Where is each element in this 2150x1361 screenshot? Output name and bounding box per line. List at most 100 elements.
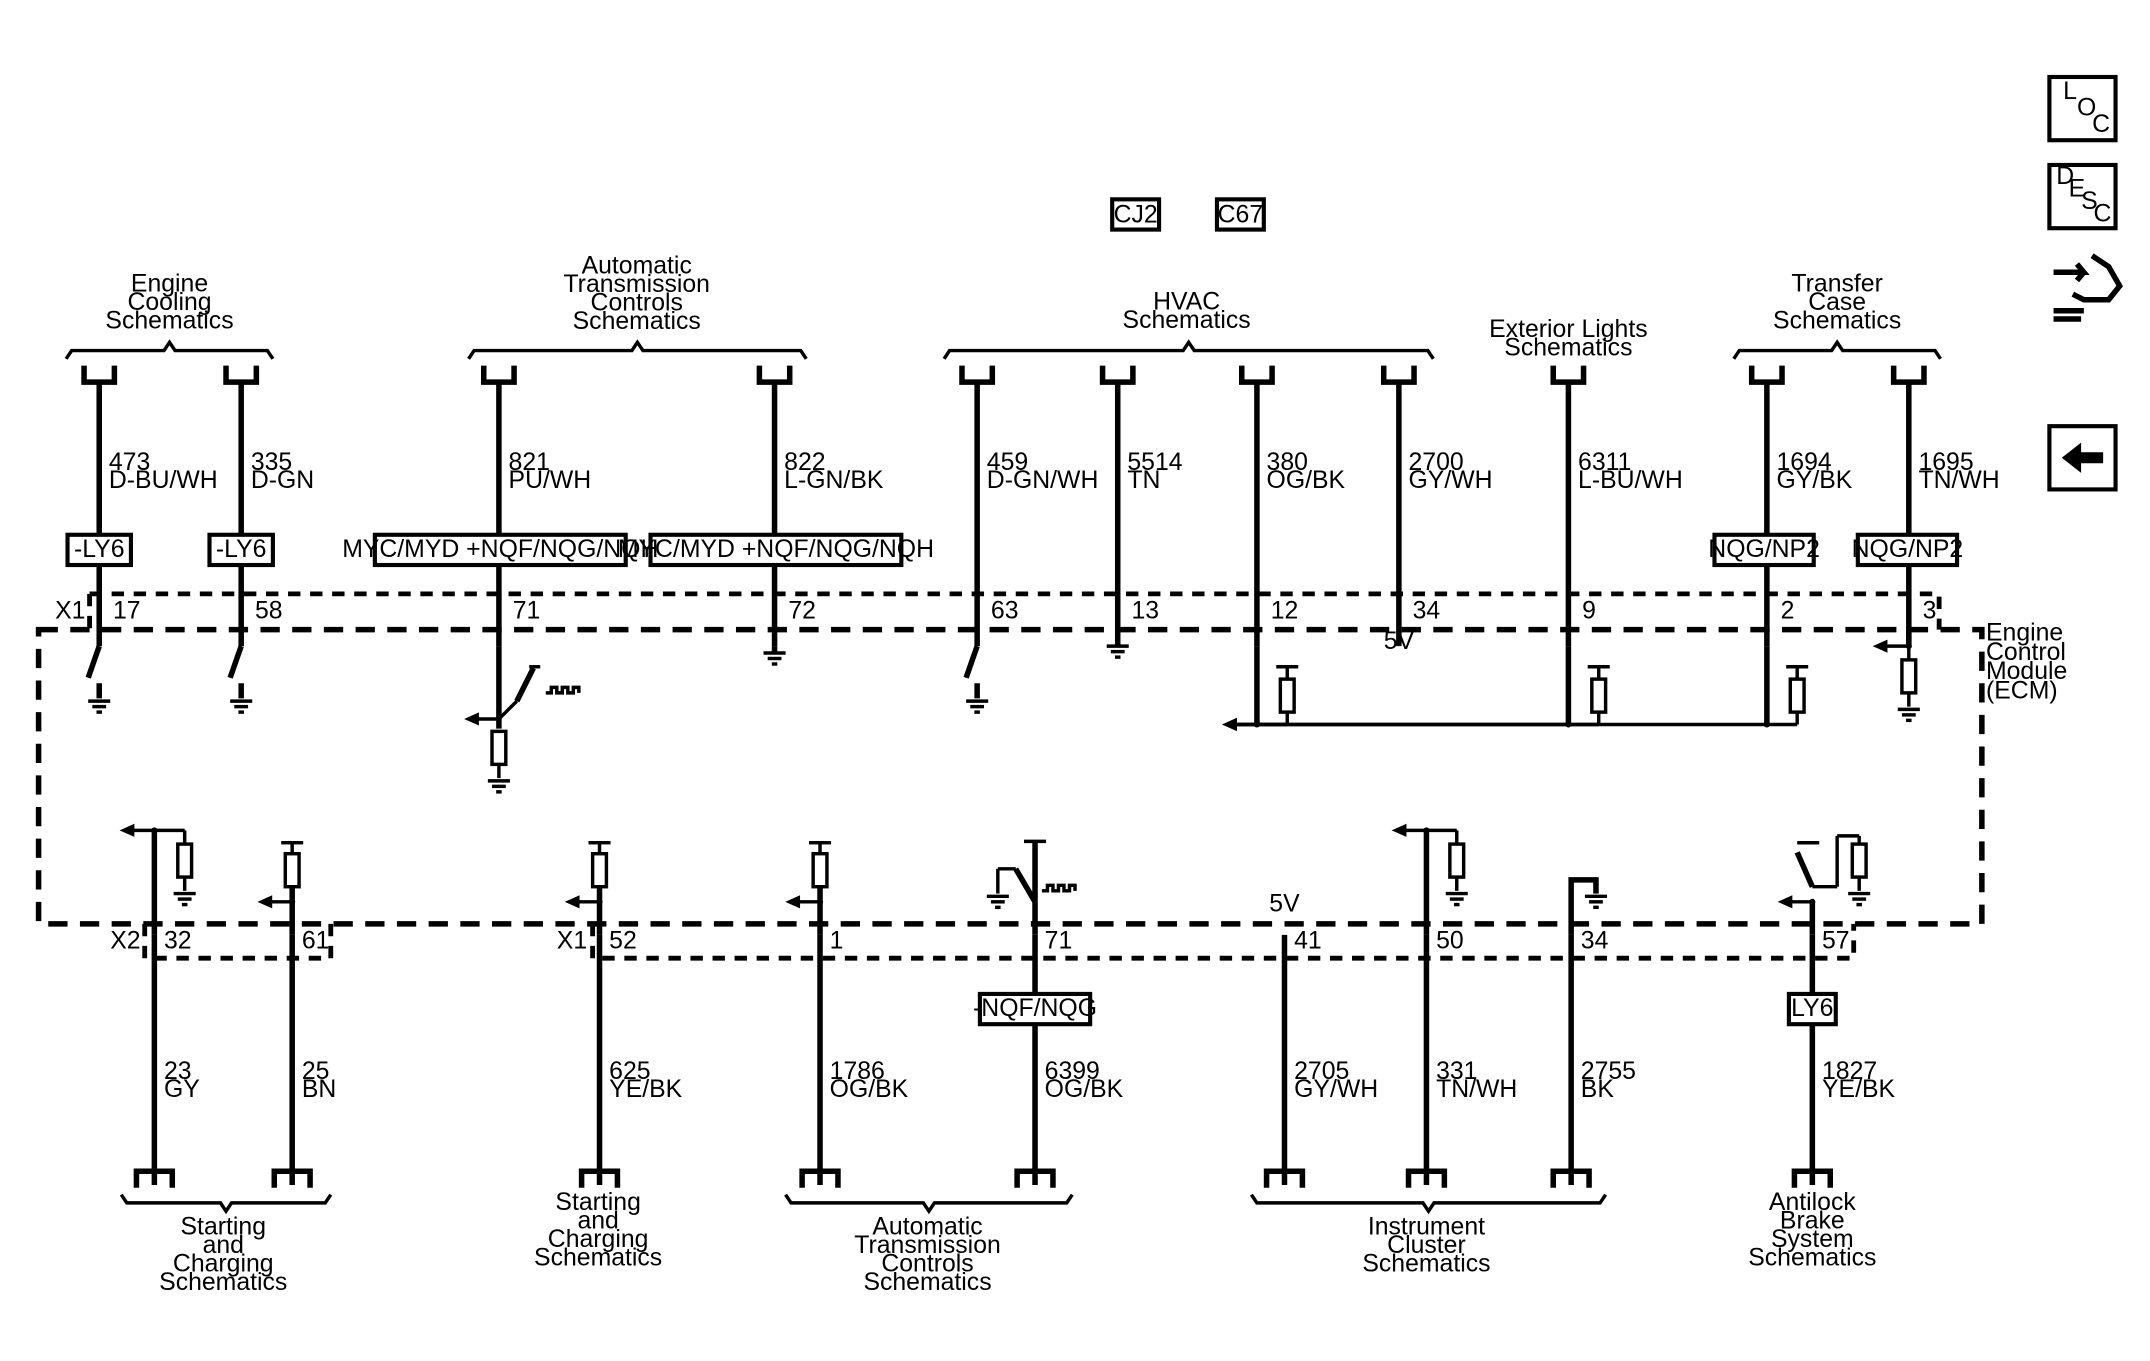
wire-color: TN/WH: [1436, 1076, 1517, 1103]
circuit-number: 1827: [1822, 1058, 1877, 1085]
connector-terminal: [1791, 1168, 1834, 1188]
junction-dot: [151, 827, 158, 834]
wire-color: L-GN/BK: [784, 467, 884, 494]
circuit-number: 625: [609, 1058, 650, 1085]
junction-dot: [289, 898, 296, 905]
desc-icon-letter: C: [2093, 200, 2111, 227]
header-option-label: CJ2: [1114, 202, 1158, 229]
connector-terminal: [1405, 1168, 1448, 1188]
pin-number: 12: [1271, 598, 1299, 625]
wire-color: TN: [1127, 467, 1160, 494]
connector-terminal: [223, 365, 260, 385]
connector-id: X1: [55, 598, 85, 625]
signal-arrow: [564, 895, 580, 909]
top-group-label: Automatic: [582, 253, 692, 280]
pin-number: 52: [609, 928, 637, 955]
connector-terminal: [756, 365, 793, 385]
wire-color: PU/WH: [509, 467, 592, 494]
circuit-number: 2700: [1409, 449, 1464, 476]
group-brace: [784, 1193, 1074, 1215]
connector-terminal: [799, 1168, 841, 1188]
circuit-number: 821: [509, 449, 550, 476]
resistor-symbol: [1448, 842, 1466, 879]
resistor-symbol: [490, 729, 508, 767]
circuit-number: 380: [1267, 449, 1308, 476]
resistor-symbol: [176, 842, 194, 879]
top-group-label: Schematics: [1123, 307, 1251, 334]
connector-terminal: [1239, 365, 1275, 385]
signal-arrow: [1777, 895, 1793, 909]
resistor-symbol: [1278, 677, 1296, 714]
signal-arrow: [1872, 639, 1888, 653]
bottom-group-label: Schematics: [1362, 1251, 1490, 1278]
pin-number: 2: [1781, 598, 1795, 625]
top-group-label: Engine: [131, 270, 208, 297]
top-group-label: Transfer: [1791, 270, 1882, 297]
junction-dot: [817, 898, 824, 905]
signal-arrow: [119, 823, 135, 837]
connector-terminal: [271, 1168, 313, 1188]
connector-terminal: [1890, 365, 1927, 385]
header-option-box: [1110, 197, 1162, 232]
voltage-label: 5V: [1384, 628, 1415, 655]
pin-number: 17: [113, 598, 141, 625]
top-group-label: HVAC: [1153, 288, 1220, 315]
wire-color: OG/BK: [1045, 1076, 1124, 1103]
bottom-group-label: Schematics: [1748, 1244, 1876, 1271]
circuit-number: 459: [987, 449, 1028, 476]
wire-color: D-BU/WH: [109, 467, 218, 494]
option-label: LY6: [1791, 995, 1833, 1022]
wire-color: GY/WH: [1294, 1076, 1378, 1103]
circuit-number: 335: [251, 449, 292, 476]
circuit-number: 331: [1436, 1058, 1477, 1085]
pin-number: 1: [830, 928, 844, 955]
group-brace: [467, 339, 808, 360]
wire-color: D-GN/WH: [987, 467, 1099, 494]
bottom-group-label: Automatic: [872, 1214, 982, 1241]
junction-dot: [596, 898, 603, 905]
resistor-symbol: [1850, 842, 1868, 879]
top-group-label: Cooling: [127, 289, 211, 316]
option-box: [65, 532, 133, 568]
switch-contact: [85, 645, 102, 679]
desc-button[interactable]: [2052, 165, 2122, 231]
pin-number: 61: [302, 928, 330, 955]
pin-number: 13: [1132, 598, 1160, 625]
desc-icon: [2047, 162, 2118, 231]
signal-arrow: [1222, 717, 1237, 732]
circuit-number: 822: [784, 449, 825, 476]
signal-arrow: [1391, 823, 1407, 837]
circuit-number: 6399: [1045, 1058, 1100, 1085]
wire-segment: [497, 699, 519, 721]
desc-icon-letter: E: [2069, 176, 2086, 203]
bottom-group-label: Schematics: [159, 1269, 287, 1296]
back-button[interactable]: [2052, 426, 2122, 496]
resistor-symbol: [283, 851, 301, 889]
group-brace: [1732, 339, 1942, 360]
signal-arrow: [785, 895, 801, 909]
loc-icon-letter: O: [2077, 95, 2096, 122]
signal-arrow: [464, 712, 479, 726]
top-group-label: Schematics: [105, 308, 233, 335]
top-group-label: Schematics: [1773, 308, 1901, 335]
loc-icon-letter: L: [2063, 78, 2077, 105]
loc-button[interactable]: [2052, 75, 2122, 141]
resistor-symbol: [590, 851, 609, 889]
voltage-label: 5V: [1269, 890, 1300, 917]
pin-number: 72: [788, 598, 816, 625]
wire-color: YE/BK: [609, 1076, 683, 1103]
circuit-number: 473: [109, 449, 150, 476]
option-box: [648, 532, 904, 568]
circuit-number: 23: [164, 1058, 192, 1085]
option-box: [207, 532, 275, 568]
pin-number: 63: [991, 598, 1019, 625]
resistor-symbol: [1788, 677, 1806, 714]
option-label: NQG/NP2: [1708, 536, 1820, 563]
wire-color: GY/WH: [1409, 467, 1493, 494]
connector-x1-bottom-outline: [590, 923, 1857, 961]
connector-id: X2: [110, 928, 140, 955]
header-option-box: [1214, 197, 1266, 232]
bottom-group-label: Cluster: [1387, 1232, 1466, 1259]
bottom-group-label: Charging: [548, 1226, 649, 1253]
connector-repair-button[interactable]: [2052, 248, 2122, 324]
